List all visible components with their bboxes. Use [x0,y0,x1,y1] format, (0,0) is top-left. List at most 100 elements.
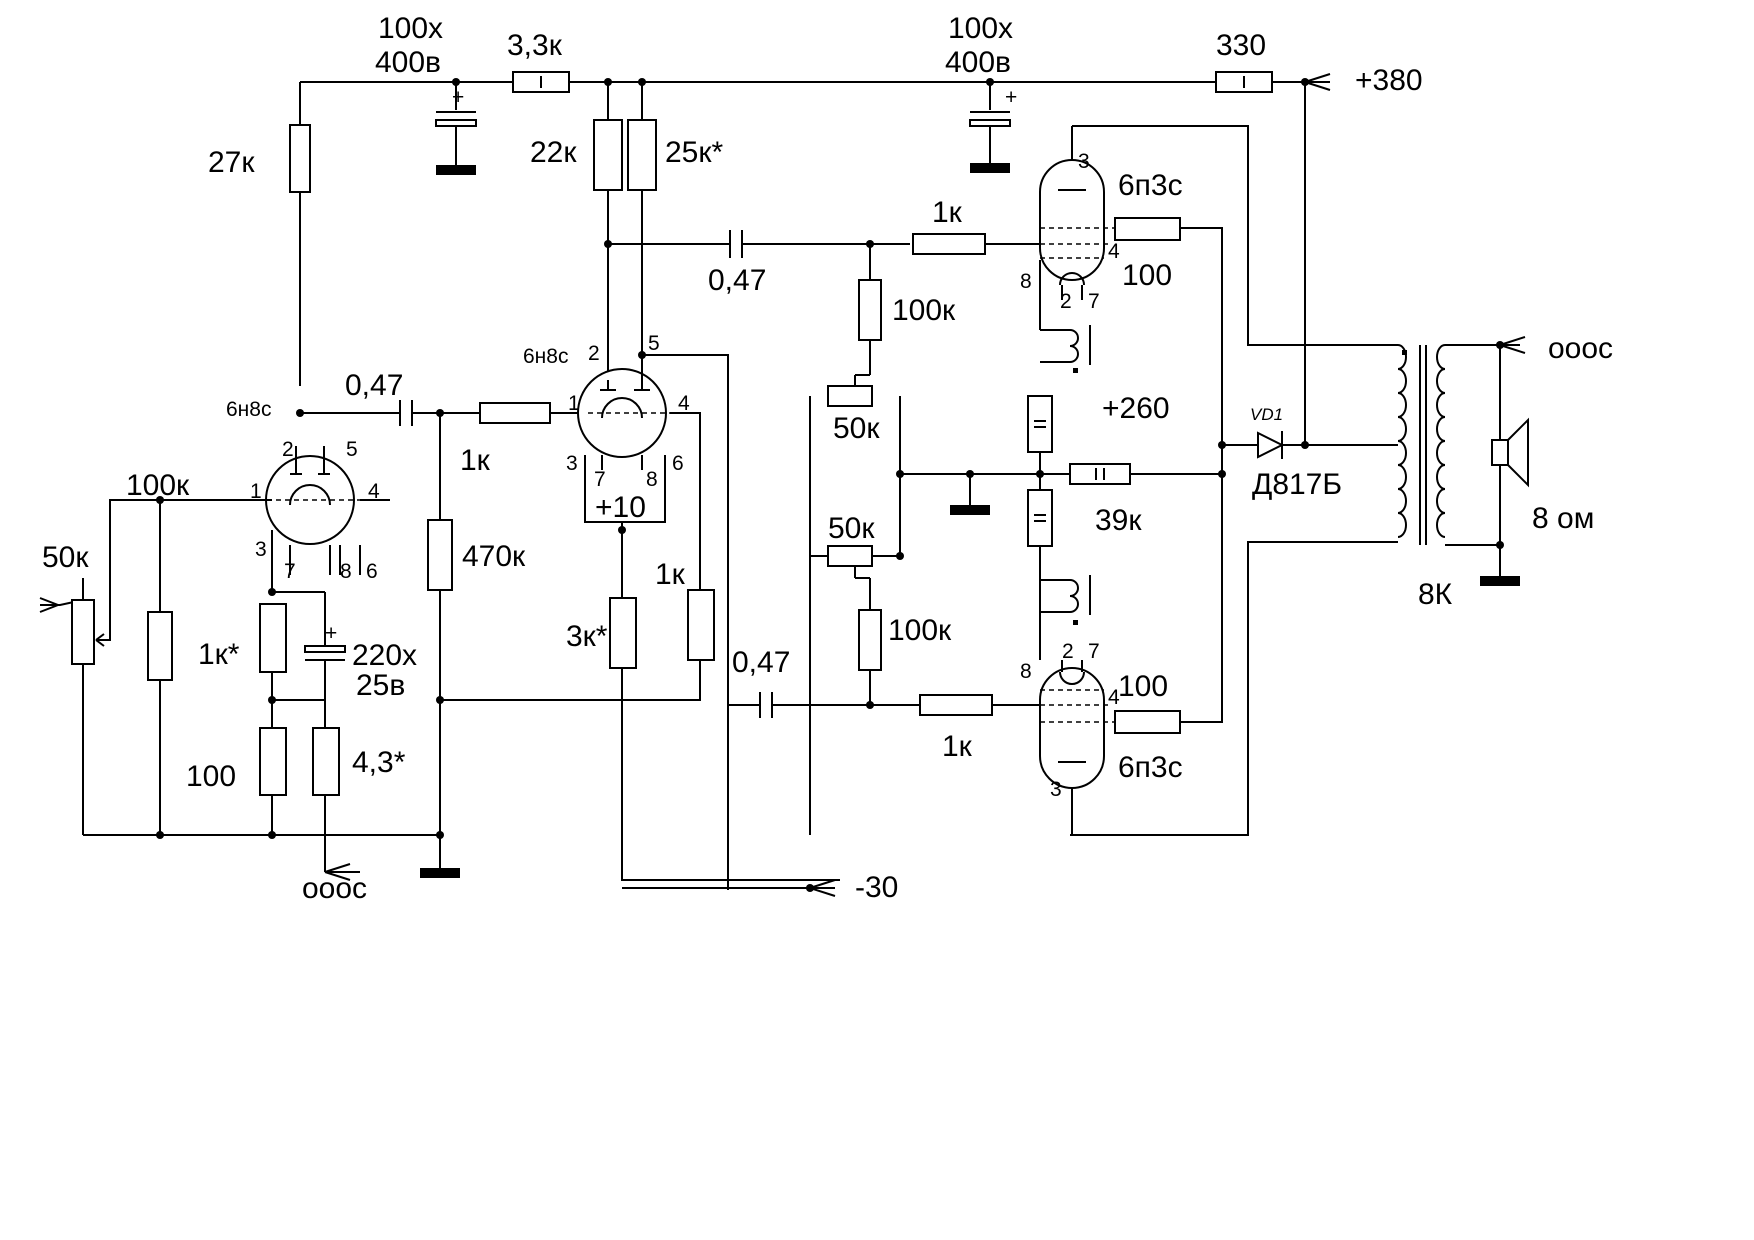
pot-50k-bottom [827,545,873,567]
pin-v2-7: 7 [594,468,606,491]
label-vd1: VD1 [1250,405,1283,424]
pin-v2-5: 5 [648,332,660,355]
capacitor-047-left [399,400,413,426]
label-r-1k-grid-top: 1к [932,196,963,229]
pin-v4-7: 7 [1088,640,1100,663]
capacitor-047-bottom [759,692,773,718]
pin-v1-1: 1 [250,480,262,503]
label-cap-047-bottom: 0,47 [732,646,790,679]
pin-v2-2: 2 [588,342,600,365]
label-r-100k-bias-top: 100к [892,294,956,327]
pin-v1-4: 4 [368,480,380,503]
label-r-25k: 25к* [665,136,723,169]
resistor-100k-bias-bottom [858,609,882,671]
pin-v3-4: 4 [1108,240,1120,263]
capacitor-220x25: + [304,622,346,661]
label-r-100-screen-top: 100 [1122,259,1172,292]
ground-symbol [420,868,460,878]
label-c2-line1: 100х [948,12,1013,45]
label-r-1k-grid-bottom: 1к [942,730,973,763]
label-r-4-3: 4,3* [352,746,406,779]
label-supply-minus30: -30 [855,871,898,904]
label-supply-260: +260 [1102,392,1170,425]
resistor-100-screen-top [1114,217,1181,241]
pin-v1-3: 3 [255,538,267,561]
label-r-100k-input: 100к [126,469,190,502]
label-c1-line2: 400в [375,46,441,79]
resistor-27k [289,124,311,193]
resistor-1k-v2cath [687,589,715,661]
label-tube-v4: 6п3с [1118,751,1183,784]
tube-v2 [577,355,670,530]
resistor-1k-grid-bottom [919,694,993,716]
pot-50k-input [71,599,95,665]
zener-diode-vd1 [1257,431,1285,459]
label-r-22k: 22к [530,136,577,169]
label-r-470k: 470к [462,540,526,573]
resistor-4-3 [312,727,340,796]
input-arrow [39,597,61,613]
label-pot-50k-bottom: 50к [828,512,875,545]
speaker [1491,417,1529,488]
label-cap-220-volt: 25в [356,669,405,702]
label-r-100k-bias-bottom: 100к [888,614,952,647]
label-pot-50k-top: 50к [833,412,880,445]
pin-v3-3: 3 [1078,150,1090,173]
capacitor-047-mid [729,230,743,258]
capacitor-100x400-right: + [969,86,1017,163]
labels: 100х 400в 3,3к 100х 400в 330 +380 27к 22… [42,12,1613,905]
pin-v2-4: 4 [678,392,690,415]
pin-v4-3: 3 [1050,778,1062,801]
resistor-25k [627,119,657,191]
label-c2-line2: 400в [945,46,1011,79]
polarity-plus: + [1005,86,1017,109]
choke-top [1040,325,1091,373]
label-heater-10: +10 [595,491,646,524]
resistor-470k [427,519,453,591]
choke-bottom [1040,575,1091,625]
tube-v1 [258,446,361,575]
label-r-3k3: 3,3к [507,29,563,62]
resistor-100k-bias-top [858,279,882,341]
ground-symbol [1480,576,1520,586]
pin-v2-6: 6 [672,452,684,475]
polarity-plus: + [452,86,464,109]
pin-v1-5: 5 [346,438,358,461]
resistor-100k-input [147,611,173,681]
pin-v3-2: 2 [1060,290,1072,313]
label-c1-line1: 100х [378,12,443,45]
capacitor-100x400-left: + [435,86,477,165]
capacitors: + + + [304,86,1017,718]
pin-v2-8: 8 [646,468,658,491]
tube-v4 [1039,660,1115,835]
potentiometers [71,385,873,665]
label-tube-v1: 6н8с [226,398,271,421]
label-transformer-8k: 8К [1418,578,1453,611]
pot-50k-top [827,385,873,407]
pin-v1-2: 2 [282,438,294,461]
pin-v4-8: 8 [1020,660,1032,683]
label-r-1k-v2cath: 1к [655,558,686,591]
pin-v1-6: 6 [366,560,378,583]
pin-v3-7: 7 [1088,290,1100,313]
resistors [147,71,1273,796]
junctions [156,78,1504,892]
label-oos-left: ооос [302,872,367,905]
resistor-1k-v2grid [479,402,551,424]
ground-symbol [950,505,990,515]
label-r-3k-cath: 3к* [566,620,608,653]
tube-v3 [1039,126,1115,300]
label-r-330: 330 [1216,29,1266,62]
grounds [420,163,1520,878]
label-r-100-screen-bottom: 100 [1118,670,1168,703]
output-transformer [1397,344,1446,545]
ground-symbol [970,163,1010,173]
label-pot-50k-input: 50к [42,541,89,574]
resistor-39k [1069,463,1131,485]
label-tube-v3: 6п3с [1118,169,1183,202]
polarity-plus: + [325,622,337,645]
label-vd1-type: Д817Б [1252,468,1342,501]
label-tube-v2: 6н8с [523,345,568,368]
label-oos-right: ооос [1548,332,1613,365]
